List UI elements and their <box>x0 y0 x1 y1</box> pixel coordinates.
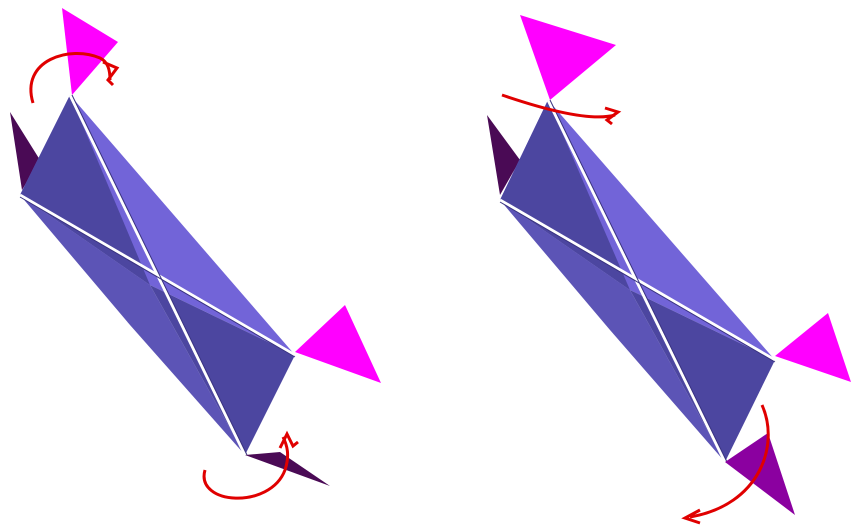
left-figure <box>10 8 381 500</box>
left-rotation-arrow-top-head <box>102 60 120 87</box>
left-crease-2-shadow <box>19 196 296 358</box>
left-crease-1-shadow <box>71 94 248 456</box>
left-crease-2 <box>19 193 296 357</box>
right-body-face-bottom <box>500 200 725 462</box>
left-rotation-arrow-top <box>29 52 112 104</box>
right-purple-flap-bottom <box>725 433 795 515</box>
right-body-face-right <box>630 290 775 462</box>
right-crease-2-shadow <box>499 201 776 363</box>
right-dark-flap <box>487 115 520 195</box>
left-rotation-arrow-bottom-head <box>278 430 299 449</box>
left-rotation-arrow-bottom <box>202 436 290 500</box>
left-body-face-right <box>150 285 295 455</box>
right-rotation-arrow-top-head <box>604 106 622 126</box>
left-magenta-flap-top <box>62 8 118 95</box>
right-rotation-arrow-bottom <box>689 404 770 519</box>
right-crease-1-shadow <box>549 99 728 463</box>
left-body-face-leftupper <box>20 95 150 285</box>
right-figure <box>487 15 851 525</box>
right-magenta-flap-right <box>775 313 851 382</box>
right-rotation-arrow-top <box>501 93 616 119</box>
right-magenta-flap-top <box>520 15 616 100</box>
right-rotation-arrow-bottom-head <box>681 508 701 525</box>
left-dark-flap-bottom <box>245 452 330 486</box>
right-body-face-leftupper <box>500 100 630 290</box>
left-body-face-bottom <box>20 195 245 455</box>
left-magenta-flap-right <box>295 305 381 383</box>
